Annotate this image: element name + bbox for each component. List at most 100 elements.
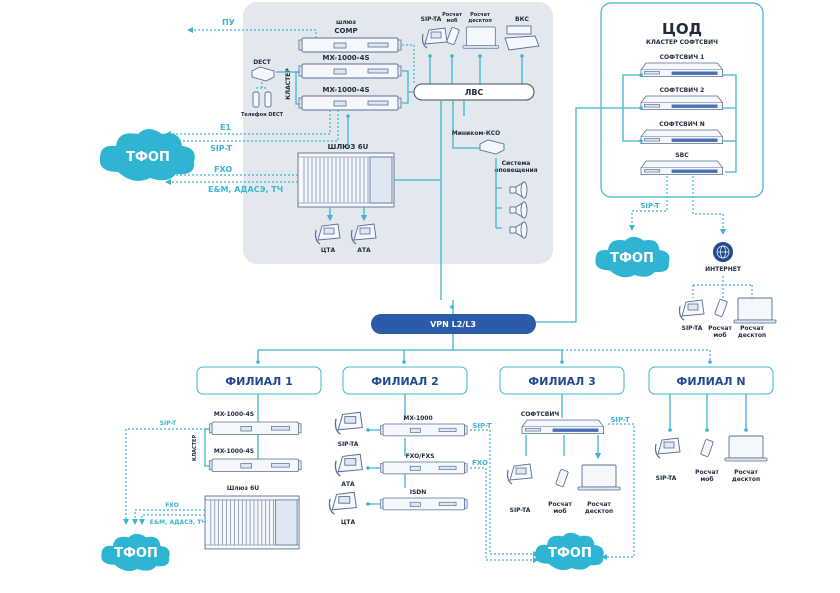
minicom-kso-device[interactable]: [479, 139, 505, 155]
mx1-label: MX-1000-4S: [323, 54, 370, 62]
branch-1-title: ФИЛИАЛ 1: [225, 375, 293, 388]
branch1-em-label: E&M, АДАСЭ, ТЧ: [150, 519, 207, 526]
branch1-mx1000-4s-2[interactable]: [208, 458, 302, 473]
gateway-comp-device[interactable]: [298, 37, 402, 53]
alert-system-label: Система: [502, 160, 531, 167]
mobile-icon: [555, 468, 569, 488]
branch2-device-label: FXO/FXS: [406, 453, 435, 460]
cta-label: ЦТА: [321, 247, 336, 254]
branch2-phone-label: ЦТА: [341, 519, 356, 526]
mx1000-4s-device-2[interactable]: [298, 95, 402, 111]
branch1-fxo-label: FXO: [165, 502, 179, 509]
laptop-icon: [577, 464, 621, 491]
branch1-gateway-6u[interactable]: [204, 495, 300, 550]
branch3-client-label: десктоп: [585, 508, 613, 515]
branchn-client-label: моб: [700, 476, 713, 483]
branch-n-title: ФИЛИАЛ N: [676, 375, 745, 388]
branch1-gateway-label: Шлюз 6U: [227, 485, 259, 492]
internet-label: ИНТЕРНЕТ: [705, 266, 742, 273]
branch1-sipt-label: SIP-T: [160, 420, 177, 427]
sbc-device[interactable]: [640, 160, 724, 176]
gateway-6u-device[interactable]: [297, 152, 395, 208]
branch2-fxo-label: FXO: [472, 459, 488, 467]
roschat-desktop-label: десктоп: [468, 18, 492, 24]
branch2-device-label: MX-1000: [403, 415, 432, 422]
dect-handset-icon: [252, 91, 260, 108]
datacenter-title: ЦОД: [662, 20, 702, 38]
vks-label: ВКС: [515, 16, 529, 23]
branch3-softswitch-device[interactable]: [521, 419, 605, 435]
dc-client-label: Росчат: [740, 325, 764, 332]
sipt-label: SIP-T: [210, 144, 233, 153]
e1-label: E1: [220, 123, 231, 132]
sip-phone-icon: [334, 411, 364, 435]
branch2-isdn[interactable]: [380, 497, 468, 511]
branch1-cluster-label: КЛАСТЕР: [192, 435, 198, 462]
branchn-client-label: десктоп: [732, 476, 760, 483]
softswitch-n-device[interactable]: [640, 129, 724, 145]
mx1000-4s-device-1[interactable]: [298, 63, 402, 79]
fxo-label: FXO: [214, 165, 232, 174]
digital-phone-icon: [328, 491, 358, 515]
ata-label: АТА: [357, 247, 371, 254]
softswitch-1-label: СОФТСВИЧ 1: [660, 54, 705, 61]
alert-system-label: оповещения: [494, 167, 537, 174]
lan-label: ЛВС: [465, 88, 484, 97]
gateway-comp-caption: шлюз: [336, 19, 357, 26]
sbc-label: SBC: [675, 152, 689, 159]
branch2-fxo-fxs[interactable]: [380, 461, 468, 475]
branch2-sipt-label: SIP-T: [472, 422, 492, 430]
roschat-desktop-label: Росчат: [470, 12, 490, 18]
video-conference-icon: [504, 25, 540, 51]
branch1-mx2-label: MX-1000-4S: [214, 448, 254, 455]
sip-ta-label: SIP-TA: [421, 16, 442, 23]
dc-sipt-label: SIP-T: [640, 202, 660, 210]
branch2-mx1000[interactable]: [380, 423, 468, 437]
mobile-icon: [714, 298, 728, 318]
datacenter-subtitle: КЛАСТЕР СОФТСВИЧ: [646, 39, 718, 46]
branch-1-header[interactable]: [196, 366, 322, 395]
branch-n-header[interactable]: [648, 366, 774, 395]
dect-handset-icon: [264, 91, 272, 108]
pstn-label-main: ТФОП: [126, 150, 170, 165]
softswitch-1-device[interactable]: [640, 62, 724, 78]
branch-3-title: ФИЛИАЛ 3: [528, 375, 596, 388]
sip-phone-icon: [654, 437, 681, 459]
sip-phone-icon: [506, 463, 533, 485]
pu-label: ПУ: [222, 18, 235, 27]
laptop-icon: [733, 297, 777, 324]
branch1-mx1000-4s-1[interactable]: [208, 421, 302, 436]
pstn-label-branch1: ТФОП: [114, 546, 158, 561]
vpn-label: VPN L2/L3: [430, 320, 476, 329]
branch2-phone-label: АТА: [341, 481, 355, 488]
branch3-sipt-label: SIP-T: [610, 416, 630, 424]
softswitch-2-device[interactable]: [640, 95, 724, 111]
branch3-client-label: Росчат: [548, 501, 572, 508]
branch3-client-label: Росчат: [587, 501, 611, 508]
roschat-mob-label: моб: [446, 17, 458, 24]
dect-label: DECT: [253, 59, 271, 66]
branchn-client-label: SIP-TA: [656, 475, 677, 482]
pstn-label-branch3: ТФОП: [548, 546, 592, 561]
minicom-label: Миником-КСО: [452, 130, 501, 137]
branch1-mx1-label: MX-1000-4S: [214, 411, 254, 418]
dect-base-icon: [251, 66, 275, 82]
branch-2-title: ФИЛИАЛ 2: [371, 375, 439, 388]
branch3-client-label: SIP-TA: [510, 507, 531, 514]
analog-phone-icon: [334, 453, 364, 477]
dc-client-label: десктоп: [738, 332, 766, 339]
softswitch-2-label: СОФТСВИЧ 2: [660, 87, 705, 94]
dc-client-label: моб: [713, 332, 726, 339]
branchn-client-label: Росчат: [695, 469, 719, 476]
vpn-bus[interactable]: [371, 314, 536, 334]
mx2-label: MX-1000-4S: [323, 86, 370, 94]
softswitch-n-label: СОФТСВИЧ N: [659, 121, 705, 128]
mobile-icon: [700, 438, 714, 458]
branch3-client-label: моб: [553, 508, 566, 515]
pstn-label-dc: ТФОП: [610, 251, 654, 266]
branch2-device-label: ISDN: [410, 489, 427, 496]
branch3-softswitch-label: СОФТСВИЧ: [521, 411, 560, 418]
cluster-label: КЛАСТЕР: [285, 68, 292, 100]
branch2-phone-label: SIP-TA: [338, 441, 359, 448]
